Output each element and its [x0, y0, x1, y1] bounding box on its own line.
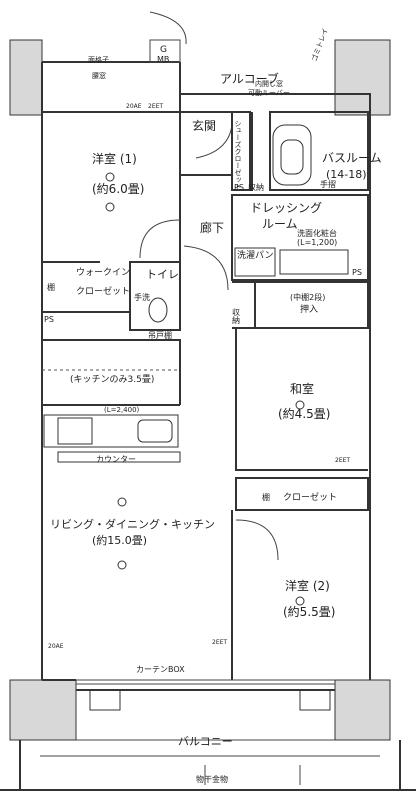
toilet-handwash: 手洗	[134, 292, 150, 302]
washer-pan	[234, 247, 276, 277]
ps-label-right: PS	[352, 268, 362, 277]
ldk-light-icon-1	[117, 497, 127, 507]
gas-label: G	[160, 45, 167, 55]
western1-door-arc	[139, 219, 181, 259]
bathroom-walls	[269, 111, 369, 191]
entrance-walls	[180, 111, 251, 190]
washer-label: 洗濯パン	[237, 249, 273, 261]
bathtub-icon	[272, 124, 312, 186]
outlet-label-1: 20AE	[126, 103, 142, 110]
shelf-label-closet: 棚	[262, 492, 270, 502]
shoe-closet-label: シューズクローゼット	[234, 120, 242, 190]
toilet-icon	[148, 297, 168, 323]
counter-label: カウンター	[96, 455, 136, 464]
hanging-shelf-label: 吊戸棚	[148, 330, 172, 340]
ac-unit-left	[89, 689, 121, 711]
walkin-label: ウォークイン	[76, 267, 130, 278]
closet-walls	[235, 477, 369, 511]
door-arc-top	[149, 11, 187, 45]
outlet-label-5: 2EET	[212, 639, 227, 646]
western1-light-icon	[105, 172, 115, 182]
lower-window-label: 腰窓	[92, 71, 106, 80]
oshiire-note: (中棚2段)	[290, 292, 325, 302]
western2-size: (約5.5畳)	[283, 604, 335, 619]
ldk-light-icon-2	[117, 560, 127, 570]
column-bottom-left	[9, 679, 77, 741]
ps-label-left: PS	[44, 315, 54, 324]
dressing-walls	[231, 194, 369, 281]
window-line	[76, 679, 335, 685]
storage-label-top: 収納	[248, 182, 264, 192]
western2-door-arc	[235, 519, 279, 561]
balcony-label: バルコニー	[178, 735, 233, 748]
mail-label: 面格子	[88, 55, 109, 64]
kitchen-note: (キッチンのみ3.5畳)	[70, 374, 154, 385]
outlet-label-2: 2EET	[148, 103, 163, 110]
handrail-label: 手摺	[320, 179, 336, 189]
shelf-label-walkin: 棚	[47, 282, 55, 292]
mb-label: MB	[157, 55, 169, 64]
sink-icon	[137, 419, 173, 443]
western1-size: (約6.0畳)	[92, 181, 144, 196]
western2-light-icon	[295, 596, 305, 606]
vanity-icon	[279, 249, 349, 275]
western1-vent-icon	[105, 202, 115, 212]
hallway-label: 廊下	[200, 220, 224, 235]
western1-name: 洋室 (1)	[92, 151, 137, 166]
louver-label: 可動ルーバー	[248, 88, 290, 97]
closet-label: クローゼット	[283, 491, 337, 503]
oshiire-label: 押入	[300, 303, 318, 315]
drying-rod	[204, 765, 301, 785]
entrance-label: 玄関	[192, 118, 216, 133]
kitchen-counter	[43, 414, 179, 448]
ac-unit-right	[299, 689, 331, 711]
curtain-box-label: カーテンBOX	[136, 665, 185, 674]
column-bottom-right	[334, 679, 391, 741]
kitchen-walls	[42, 339, 181, 406]
ldk-size: (約15.0畳)	[92, 533, 147, 547]
outlet-label-4: 20AE	[48, 643, 64, 650]
dressing-label2: ルーム	[262, 217, 298, 231]
counter-bar	[57, 451, 181, 463]
corridor-wall-top	[180, 93, 371, 112]
kitchen-length: (L=2,400)	[104, 406, 140, 414]
japanese-walls	[235, 328, 368, 471]
storage-mid-label: 収納	[232, 307, 241, 325]
vanity-label: 洗面化粧台	[297, 228, 337, 238]
hallway-door-arc	[183, 245, 229, 291]
dressing-label: ドレッシング	[250, 201, 322, 215]
balcony-outline	[0, 740, 416, 791]
louver-note: 内開し窓	[255, 79, 283, 88]
column-top-right	[334, 39, 391, 116]
toilet-label: トイレ	[146, 268, 179, 281]
bathroom-label: バスルーム	[322, 151, 382, 165]
alcove-label: アルコーブ	[220, 71, 279, 86]
gomi-label: ゴミトレイ	[309, 27, 329, 63]
walkin-label2: クローゼット	[76, 285, 130, 297]
oshiire-walls	[255, 281, 369, 329]
drying-label: 物干金物	[196, 774, 228, 784]
japanese-label: 和室	[290, 381, 314, 396]
cooktop-icon	[57, 417, 93, 445]
japanese-light-icon	[295, 400, 305, 410]
column-top-left	[9, 39, 43, 116]
outlet-label-3: 2EET	[335, 457, 350, 464]
exterior-wall	[41, 61, 371, 691]
ps-label-top: PS	[234, 183, 244, 192]
western2-name: 洋室 (2)	[285, 578, 330, 593]
ldk-label: リビング・ダイニング・キッチン	[50, 517, 215, 531]
balcony-rail	[40, 739, 380, 757]
gas-meter-box	[149, 39, 181, 63]
storage-mid	[232, 281, 256, 329]
bathtub-inner	[280, 139, 304, 175]
shoe-closet	[231, 112, 253, 191]
bathroom-size: (14-18)	[326, 168, 367, 181]
japanese-size: (約4.5畳)	[278, 406, 330, 421]
toilet-walls	[129, 261, 181, 331]
vanity-length: (L=1,200)	[297, 238, 337, 247]
